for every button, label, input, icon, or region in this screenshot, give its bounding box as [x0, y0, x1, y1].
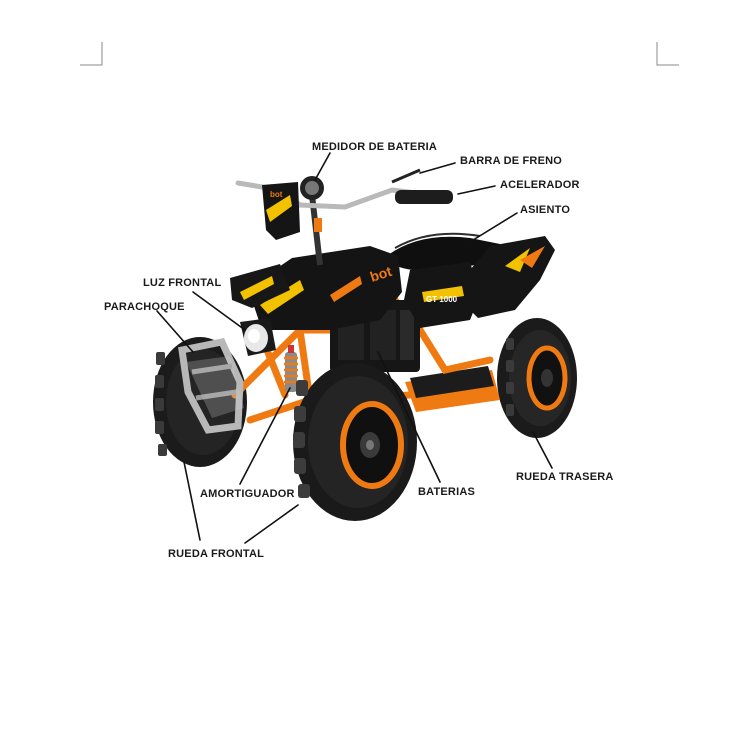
rear-wheel	[497, 318, 577, 438]
atv-illustration: bot GT 1000 bot	[153, 168, 577, 521]
label-seat: ASIENTO	[520, 204, 570, 216]
leader-batteries	[377, 351, 441, 483]
number-plate: bot	[262, 182, 300, 240]
rear-fender	[460, 236, 555, 318]
shock-absorber	[284, 345, 298, 392]
label-front-wheel: RUEDA FRONTAL	[168, 548, 264, 560]
leader-rear-wheel	[532, 431, 553, 469]
front-bumper	[178, 338, 244, 434]
decal-model: GT 1000	[426, 295, 458, 304]
svg-text:bot: bot	[270, 190, 283, 199]
part-labels: MEDIDOR DE BATERIA BARRA DE FRENO ACELER…	[104, 141, 614, 560]
label-rear-wheel: RUEDA TRASERA	[516, 471, 614, 483]
leader-shock-absorber	[239, 387, 291, 485]
label-throttle: ACELERADOR	[500, 179, 580, 191]
leader-front-wheel-right	[244, 504, 299, 544]
label-headlight: LUZ FRONTAL	[143, 277, 221, 289]
leader-front-wheel-left	[183, 461, 201, 541]
front-right-wheel	[293, 363, 417, 521]
leader-bumper	[156, 310, 194, 353]
label-bumper: PARACHOQUE	[104, 301, 185, 313]
label-shock-absorber: AMORTIGUADOR	[200, 488, 295, 500]
label-battery-meter: MEDIDOR DE BATERIA	[312, 141, 437, 153]
leader-battery-meter	[314, 152, 331, 181]
seat	[388, 232, 504, 272]
leader-throttle	[457, 185, 496, 195]
leader-brake-lever	[419, 162, 456, 174]
label-batteries: BATERIAS	[418, 486, 475, 498]
headlight	[240, 318, 276, 356]
decal-brand: bot	[368, 263, 394, 285]
leader-headlight	[192, 291, 246, 331]
label-brake-lever: BARRA DE FRENO	[460, 155, 562, 167]
crop-mark-right	[656, 42, 679, 66]
crop-marks	[80, 42, 679, 66]
leader-lines	[156, 152, 553, 544]
leader-seat	[464, 212, 518, 246]
body-fairing: bot GT 1000	[248, 246, 480, 330]
crop-mark-left	[80, 42, 103, 66]
